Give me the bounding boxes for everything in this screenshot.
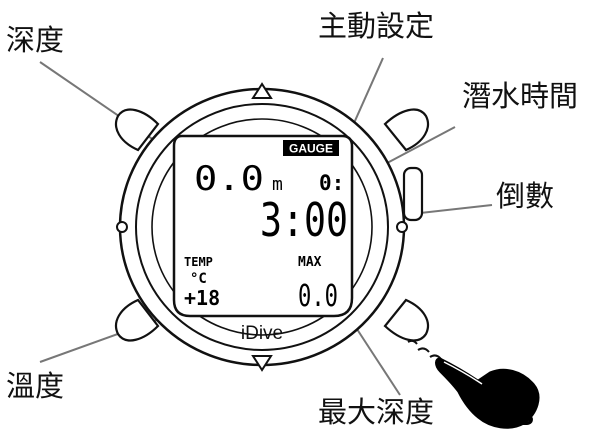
lcd-screen [172,134,354,318]
callout-depth: 深度 [6,23,65,57]
triangle-down-icon [251,355,273,372]
temp-label: TEMP [184,255,213,269]
bezel-dot-left [116,221,128,233]
max-depth-value: 0.0 [298,279,338,314]
callout-max-depth: 最大深度 [318,395,435,429]
callout-countdown: 倒數 [496,179,555,213]
callout-dive-time: 潛水時間 [462,79,579,113]
button-right-side [402,166,424,222]
gauge-badge-text: GAUGE [289,142,333,156]
depth-unit: m [272,174,283,195]
brand-label: iDive [241,323,283,344]
gauge-badge [283,140,339,156]
depth-value: 0.0 [194,159,264,199]
countdown-value: 3:00 [260,193,348,247]
watch-bezel [135,103,389,351]
callout-temperature: 溫度 [6,369,65,403]
button-bottom-left [114,298,160,342]
button-top-left [114,108,160,152]
watch-inner-ring [151,118,373,336]
bezel-dot-right [396,221,408,233]
button-b [383,298,430,342]
press-arc-2 [417,347,430,353]
button-b-label: B [514,400,535,431]
callout-setting: 主動設定 [318,9,435,43]
hand-silhouette [435,357,540,429]
triangle-up-icon [251,82,273,99]
button-top-right [383,108,430,152]
hand-highlight [443,361,483,385]
side-buttons [114,108,430,342]
dive-time-value: 0: [319,171,344,195]
temp-unit: °C [190,271,207,287]
temp-value: +18 [184,286,220,310]
pointing-hand-icon [435,357,540,429]
press-arcs [407,339,442,360]
max-label: MAX [298,255,322,270]
press-arc-1 [407,339,418,345]
